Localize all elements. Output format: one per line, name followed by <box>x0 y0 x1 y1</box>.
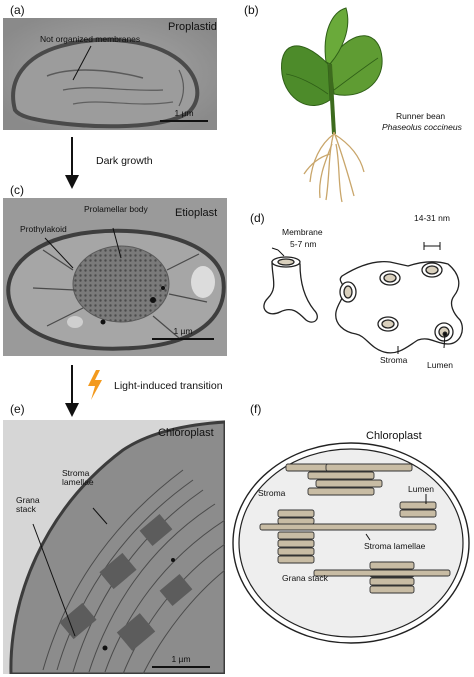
panel-a-scale-label: 1 µm <box>160 108 208 118</box>
panel-b-plant <box>268 4 388 204</box>
chloroplast-schematic <box>230 440 472 646</box>
panel-f-tag: (f) <box>250 403 261 415</box>
membrane-label: Membrane <box>282 228 323 237</box>
runner-bean-latin-name: Phaseolus coccineus <box>382 123 462 132</box>
micrograph-grana-stack-label: Grana stack <box>16 496 40 514</box>
panel-a-tag: (a) <box>10 4 25 16</box>
network-lumen-label: Lumen <box>427 361 453 370</box>
panel-e-scale-bar: 1 µm <box>152 654 210 668</box>
panel-c-scale-label: 1 µm <box>152 326 214 336</box>
panel-c-scale-bar: 1 µm <box>152 326 214 340</box>
dark-growth-label: Dark growth <box>96 155 153 167</box>
micrograph-stroma-lamellae-label: Stroma lamellae <box>62 469 94 487</box>
micrograph-stroma-lamellae-text: Stroma lamellae <box>62 469 94 487</box>
tubular-network-diagram <box>248 226 470 376</box>
panel-e-scale-label: 1 µm <box>152 654 210 664</box>
schematic-grana-stack-label: Grana stack <box>282 574 328 583</box>
schematic-stroma-label: Stroma <box>258 489 285 498</box>
schematic-stroma-lamellae-label: Stroma lamellae <box>364 542 425 551</box>
panel-a-annotation: Not organized membranes <box>40 35 140 44</box>
prothylakoid-label: Prothylakoid <box>20 225 67 234</box>
chloroplast-micrograph-image <box>3 420 225 674</box>
panel-c-title: Etioplast <box>175 207 217 219</box>
runner-bean-plant-image <box>268 4 388 204</box>
schematic-lumen-label: Lumen <box>408 485 434 494</box>
dark-growth-arrow <box>64 137 80 189</box>
panel-e-tag: (e) <box>10 403 25 415</box>
panel-e-title: Chloroplast <box>158 427 214 439</box>
micrograph-grana-stack-text: Grana stack <box>16 496 40 514</box>
panel-d-tag: (d) <box>250 212 265 224</box>
panel-c-tag: (c) <box>10 184 24 196</box>
tube-size-label: 14-31 nm <box>414 214 450 223</box>
panel-e-micrograph <box>3 420 225 674</box>
membrane-size-label: 5-7 nm <box>290 240 316 249</box>
panel-b-tag: (b) <box>244 4 259 16</box>
runner-bean-common-name: Runner bean <box>396 112 445 121</box>
panel-a-title: Proplastid <box>168 21 217 33</box>
lightning-icon <box>86 370 104 400</box>
light-transition-label: Light-induced transition <box>114 380 223 392</box>
panel-a-scale-bar: 1 µm <box>160 108 208 122</box>
network-stroma-label: Stroma <box>380 356 407 365</box>
prolamellar-body-label: Prolamellar body <box>84 205 148 214</box>
light-transition-arrow <box>64 365 80 417</box>
